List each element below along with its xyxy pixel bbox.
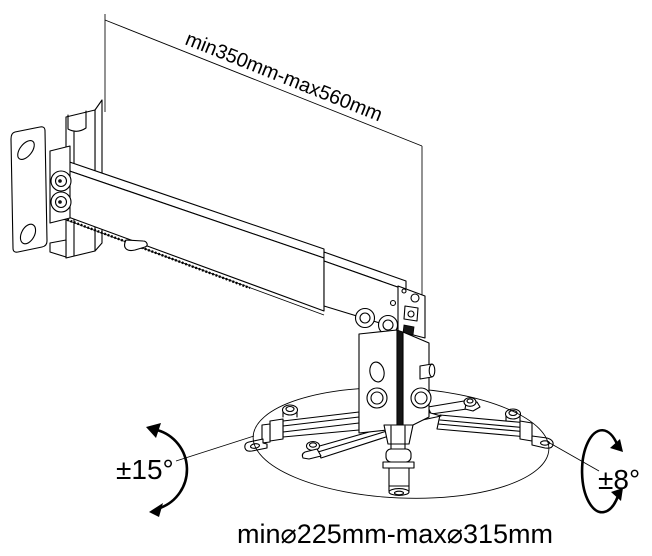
tilt-annotation: ±15°	[116, 423, 255, 517]
swivel-annotation: ±8°	[547, 429, 640, 514]
extension-arm-outer	[51, 155, 325, 316]
rotation-arrow-left	[155, 428, 189, 510]
head-hole	[369, 361, 385, 383]
arm-length-label: min350mm-max560mm	[182, 28, 385, 126]
elbow-nut	[403, 305, 419, 322]
arm-clamp	[49, 145, 72, 224]
mount-head	[358, 329, 436, 434]
elbow-bracket	[354, 285, 426, 339]
safety-tab	[124, 239, 148, 252]
rotation-arrow-right	[580, 429, 620, 514]
drop-column	[382, 424, 415, 496]
tilt-range-label: ±15°	[116, 454, 174, 485]
wall-plate-hole-bottom	[19, 223, 37, 245]
swivel-range-label: ±8°	[598, 464, 640, 495]
mount-diameter-label: min⌀225mm-max⌀315mm	[237, 519, 553, 549]
wall-plate-hole-top	[17, 140, 35, 160]
extension-arm-inner	[323, 251, 407, 332]
elbow-hole	[410, 293, 420, 303]
